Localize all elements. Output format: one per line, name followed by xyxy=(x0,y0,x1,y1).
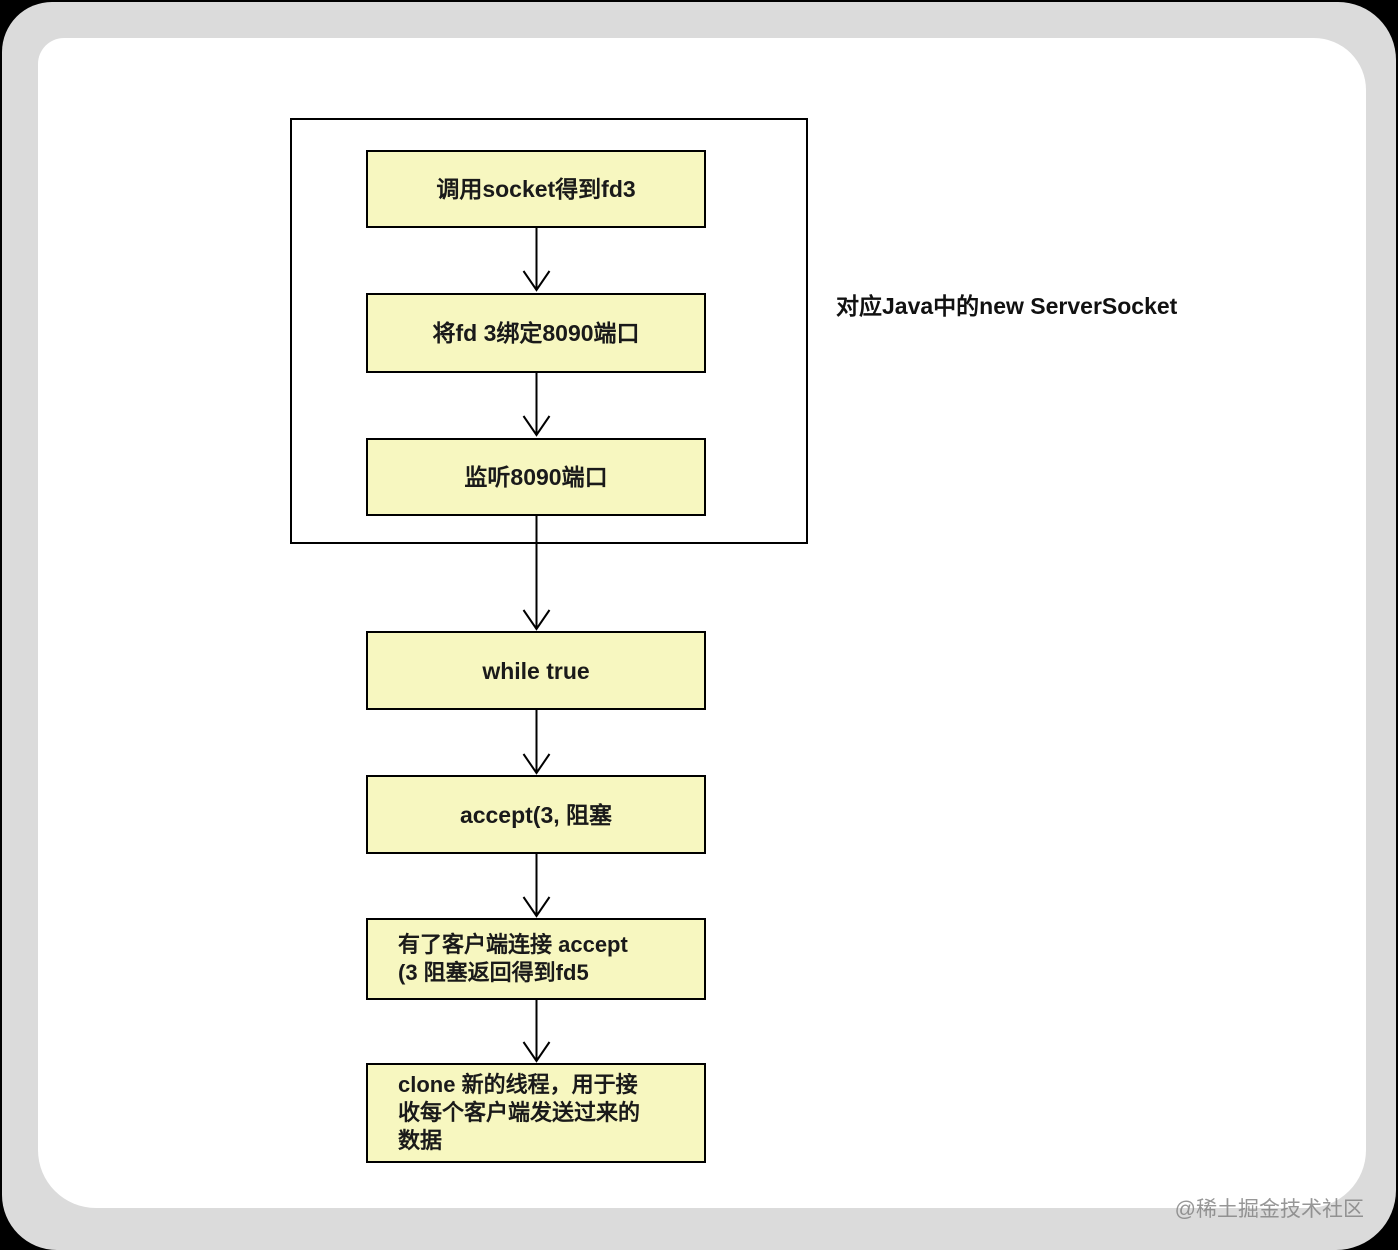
arrow-bind-to-listen xyxy=(522,373,551,437)
juejin-watermark: @稀土掘金技术社区 xyxy=(1174,1198,1364,1221)
arrow-accept-to-return xyxy=(522,854,551,918)
flow-node-clone-thread: clone 新的线程，用于接 收每个客户端发送过来的 数据 xyxy=(366,1063,706,1163)
flow-node-accept-return-fd5: 有了客户端连接 accept (3 阻塞返回得到fd5 xyxy=(366,918,706,1000)
flow-node-while-true: while true xyxy=(366,631,706,710)
arrow-while-to-accept xyxy=(522,710,551,775)
flow-node-accept-block: accept(3, 阻塞 xyxy=(366,775,706,854)
server-socket-note: 对应Java中的new ServerSocket xyxy=(836,293,1178,319)
flow-node-listen-port: 监听8090端口 xyxy=(366,438,706,516)
flow-node-bind-port: 将fd 3绑定8090端口 xyxy=(366,293,706,373)
arrow-return-to-clone xyxy=(522,1000,551,1063)
flow-node-call-socket: 调用socket得到fd3 xyxy=(366,150,706,228)
arrow-listen-to-while xyxy=(522,516,551,631)
arrow-socket-to-bind xyxy=(522,228,551,292)
